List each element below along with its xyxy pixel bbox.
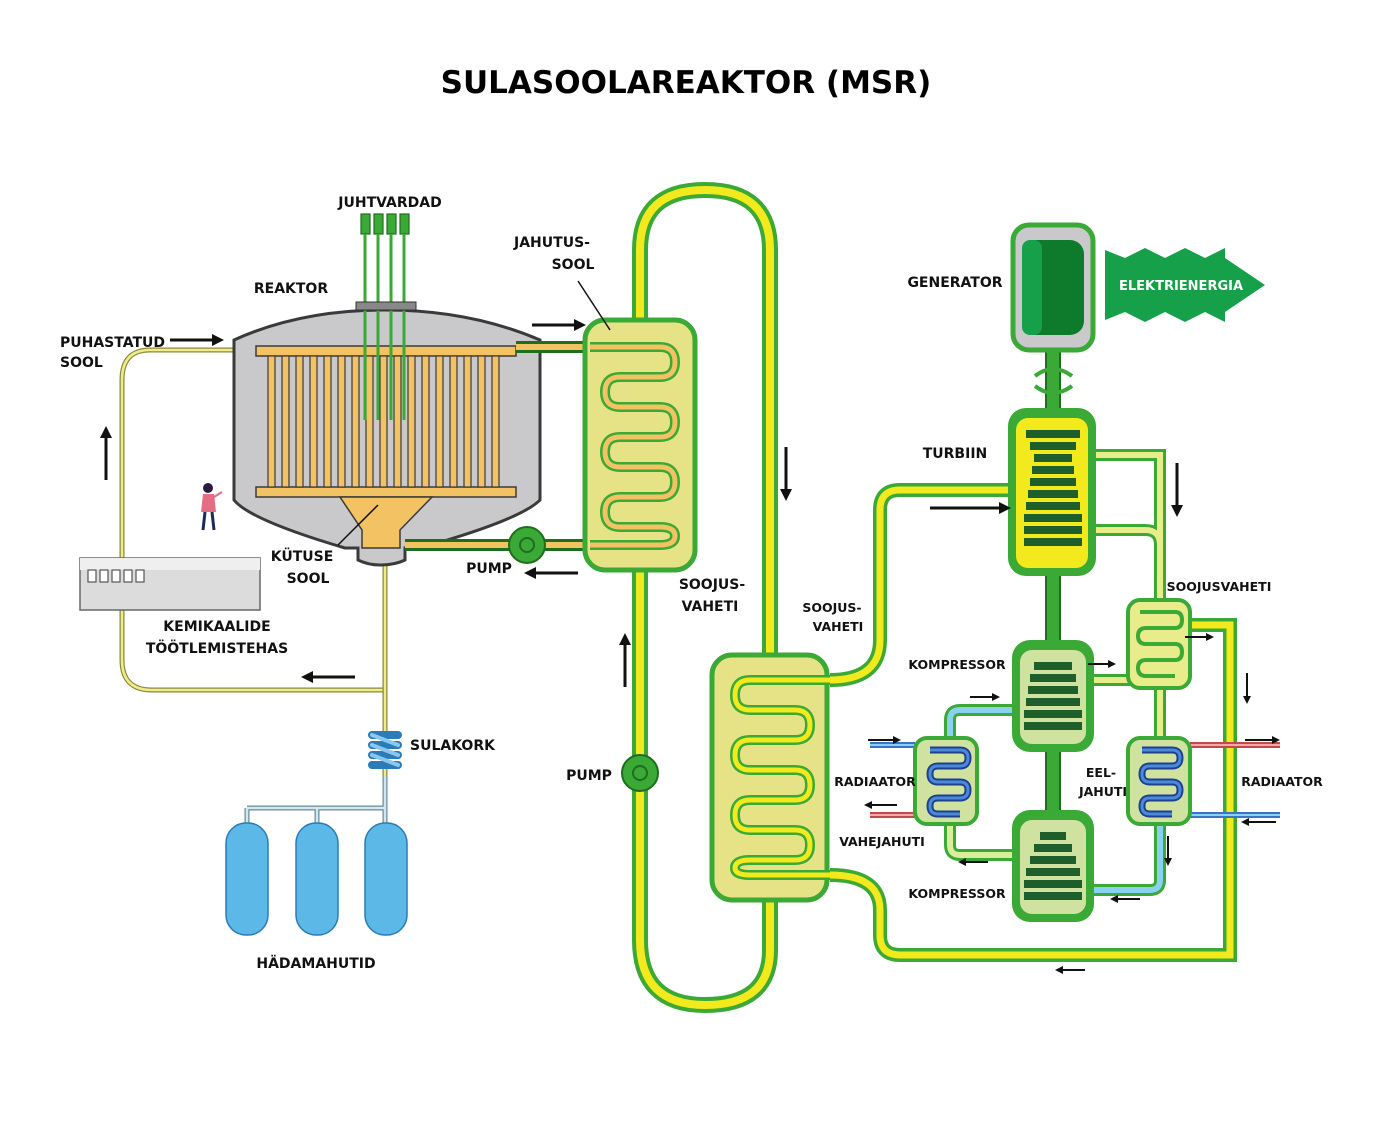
label-pump-secondary: PUMP xyxy=(566,768,612,784)
label-compressor-bottom: KOMPRESSOR xyxy=(908,886,1006,901)
label-purified-salt-1: PUHASTATUD xyxy=(60,335,165,351)
label-control-rods: JUHTVARDAD xyxy=(337,195,441,211)
secondary-pump xyxy=(621,754,659,792)
label-fuel-salt-1: KÜTUSE xyxy=(271,547,334,565)
heat-exchanger-1 xyxy=(582,317,698,573)
label-precooler-1: EEL- xyxy=(1086,765,1116,780)
compressor-top xyxy=(1012,640,1094,752)
person-figure xyxy=(201,483,223,531)
labels: JUHTVARDAD REAKTOR PUHASTATUD SOOL JAHUT… xyxy=(60,195,1323,972)
label-hx1-1: SOOJUS- xyxy=(679,577,746,593)
diagram-title: SULASOOLAREAKTOR (MSR) xyxy=(441,65,932,101)
fuel-salt-leader xyxy=(337,504,379,546)
freeze-plug xyxy=(368,731,402,769)
control-rods xyxy=(355,213,417,420)
coolant-salt-leader xyxy=(577,280,611,331)
label-chem-plant-2: TÖÖTLEMISTEHAS xyxy=(146,639,288,657)
flow-arrows xyxy=(100,319,1183,687)
intercooler xyxy=(870,736,979,826)
label-precooler-2: JAHUTI xyxy=(1078,784,1127,799)
secondary-loop xyxy=(632,181,778,1014)
primary-pump xyxy=(508,526,546,564)
label-emergency-tanks: HÄDAMAHUTID xyxy=(256,955,375,972)
label-radiator-right: RADIAATOR xyxy=(1241,774,1323,789)
label-generator: GENERATOR xyxy=(907,275,1002,291)
generator xyxy=(1010,222,1096,395)
label-turbine: TURBIIN xyxy=(923,446,988,462)
chemical-plant xyxy=(79,557,261,611)
primary-loop xyxy=(405,341,590,551)
small-flow-arrows xyxy=(864,633,1280,974)
label-freeze-plug: SULAKORK xyxy=(410,738,496,754)
label-hx3: SOOJUSVAHETI xyxy=(1167,579,1272,594)
turbine xyxy=(1008,408,1096,576)
label-hx2-1: SOOJUS- xyxy=(802,600,861,615)
label-fuel-salt-2: SOOL xyxy=(287,571,330,587)
label-compressor-top: KOMPRESSOR xyxy=(908,657,1006,672)
label-hx2-2: VAHETI xyxy=(813,619,864,634)
label-coolant-salt-2: SOOL xyxy=(552,257,595,273)
label-reactor: REAKTOR xyxy=(254,281,328,297)
power-cycle-pipes xyxy=(829,449,1237,962)
label-coolant-salt-1: JAHUTUS- xyxy=(513,235,590,251)
heat-exchanger-3 xyxy=(1126,598,1192,690)
label-radiator-left: RADIAATOR xyxy=(834,774,916,789)
label-purified-salt-2: SOOL xyxy=(60,355,103,371)
label-intercooler: VAHEJAHUTI xyxy=(839,834,925,849)
emergency-tanks xyxy=(225,775,408,936)
label-electricity: ELEKTRIENERGIA xyxy=(1119,279,1243,294)
compressor-bottom xyxy=(1012,810,1094,922)
electricity-arrow xyxy=(1105,248,1265,322)
precooler xyxy=(1126,736,1280,826)
label-pump-primary: PUMP xyxy=(466,561,512,577)
label-chem-plant-1: KEMIKAALIDE xyxy=(163,619,270,635)
label-hx1-2: VAHETI xyxy=(682,599,739,615)
heat-exchanger-2 xyxy=(709,652,830,903)
reactor-vessel xyxy=(232,308,542,567)
